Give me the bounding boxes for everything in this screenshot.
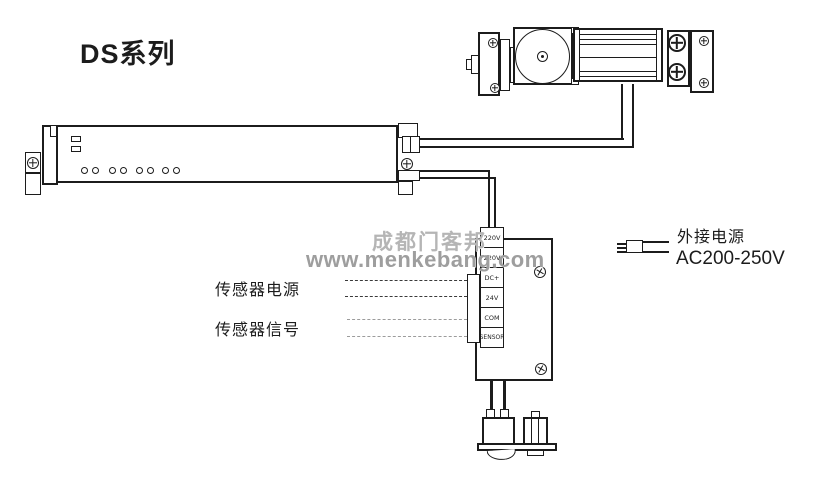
indicator-led <box>71 146 81 152</box>
wire <box>420 138 624 140</box>
sensor-wire <box>490 381 493 411</box>
motor-body <box>573 28 663 82</box>
page-title: DS系列 <box>80 39 176 69</box>
plug-body <box>626 240 643 253</box>
screw-icon <box>27 157 39 169</box>
screw-icon <box>401 158 413 170</box>
rail-bottom-tab <box>398 181 413 195</box>
mounting-bar <box>477 443 557 451</box>
cord-wire <box>642 251 669 253</box>
watermark-url: www.menkebang.com <box>306 247 545 272</box>
motor-rib <box>656 29 657 81</box>
screw-icon <box>668 63 686 81</box>
dashed-wire <box>347 319 467 320</box>
dashed-wire <box>347 336 467 337</box>
screw-icon <box>488 38 498 48</box>
rail-body <box>56 125 398 183</box>
terminal-com: COM <box>480 307 504 328</box>
cord-wire <box>642 241 669 243</box>
screw-icon <box>699 78 709 88</box>
wire <box>488 170 490 228</box>
motor-fin <box>580 76 656 77</box>
motor-fin <box>580 71 656 72</box>
screw-icon <box>668 34 686 52</box>
screw-icon <box>699 36 709 46</box>
hole <box>109 167 116 174</box>
motor-left-bracket <box>478 32 500 96</box>
hole <box>92 167 99 174</box>
sensor-connector-strip <box>467 274 480 343</box>
wire-terminal <box>398 170 420 181</box>
sensor-signal-label: 传感器信号 <box>215 322 301 339</box>
terminal-sensor: SENSOR <box>480 327 504 348</box>
motor-fin <box>580 39 656 40</box>
sensor-power-label: 传感器电源 <box>215 282 301 299</box>
wire <box>420 170 490 172</box>
dashed-wire <box>345 280 467 281</box>
cylinder-line <box>538 418 539 444</box>
rail-notch <box>50 126 57 137</box>
cylinder-line <box>531 418 532 444</box>
sensor-wire <box>503 381 506 411</box>
hole <box>162 167 169 174</box>
sensor-lens <box>486 449 517 461</box>
motor-fin <box>580 34 656 35</box>
wire <box>420 146 634 148</box>
indicator-led <box>71 136 81 142</box>
terminal-220v-2: 220V <box>480 247 504 268</box>
screw-icon <box>490 83 500 93</box>
wire <box>632 84 634 148</box>
wire <box>494 177 496 228</box>
sensor-box <box>482 417 515 445</box>
voltage-rating-label: AC200-250V <box>676 248 785 269</box>
watermark-cn: 成都门客邦 <box>372 231 487 254</box>
terminal-divider <box>410 137 411 152</box>
plug-prong <box>617 251 627 253</box>
capacitor-cylinder <box>523 417 548 445</box>
motor-fin <box>580 57 656 58</box>
plug-prong <box>617 247 627 249</box>
motor-fin <box>580 44 656 45</box>
wire-terminal <box>402 136 420 153</box>
gearbox-column <box>500 39 510 91</box>
cylinder-top-tab <box>531 411 540 418</box>
wire <box>621 84 623 140</box>
hole <box>147 167 154 174</box>
pulley-center-dot <box>541 55 544 58</box>
wire <box>420 177 496 179</box>
bracket-divider <box>26 172 40 174</box>
terminal-24v: 24V <box>480 287 504 308</box>
hole <box>120 167 127 174</box>
plug-prong <box>617 243 627 245</box>
external-power-label: 外接电源 <box>677 229 746 246</box>
hole <box>81 167 88 174</box>
hole <box>173 167 180 174</box>
hole <box>136 167 143 174</box>
dashed-wire <box>345 296 467 297</box>
motor-rib <box>579 29 580 81</box>
